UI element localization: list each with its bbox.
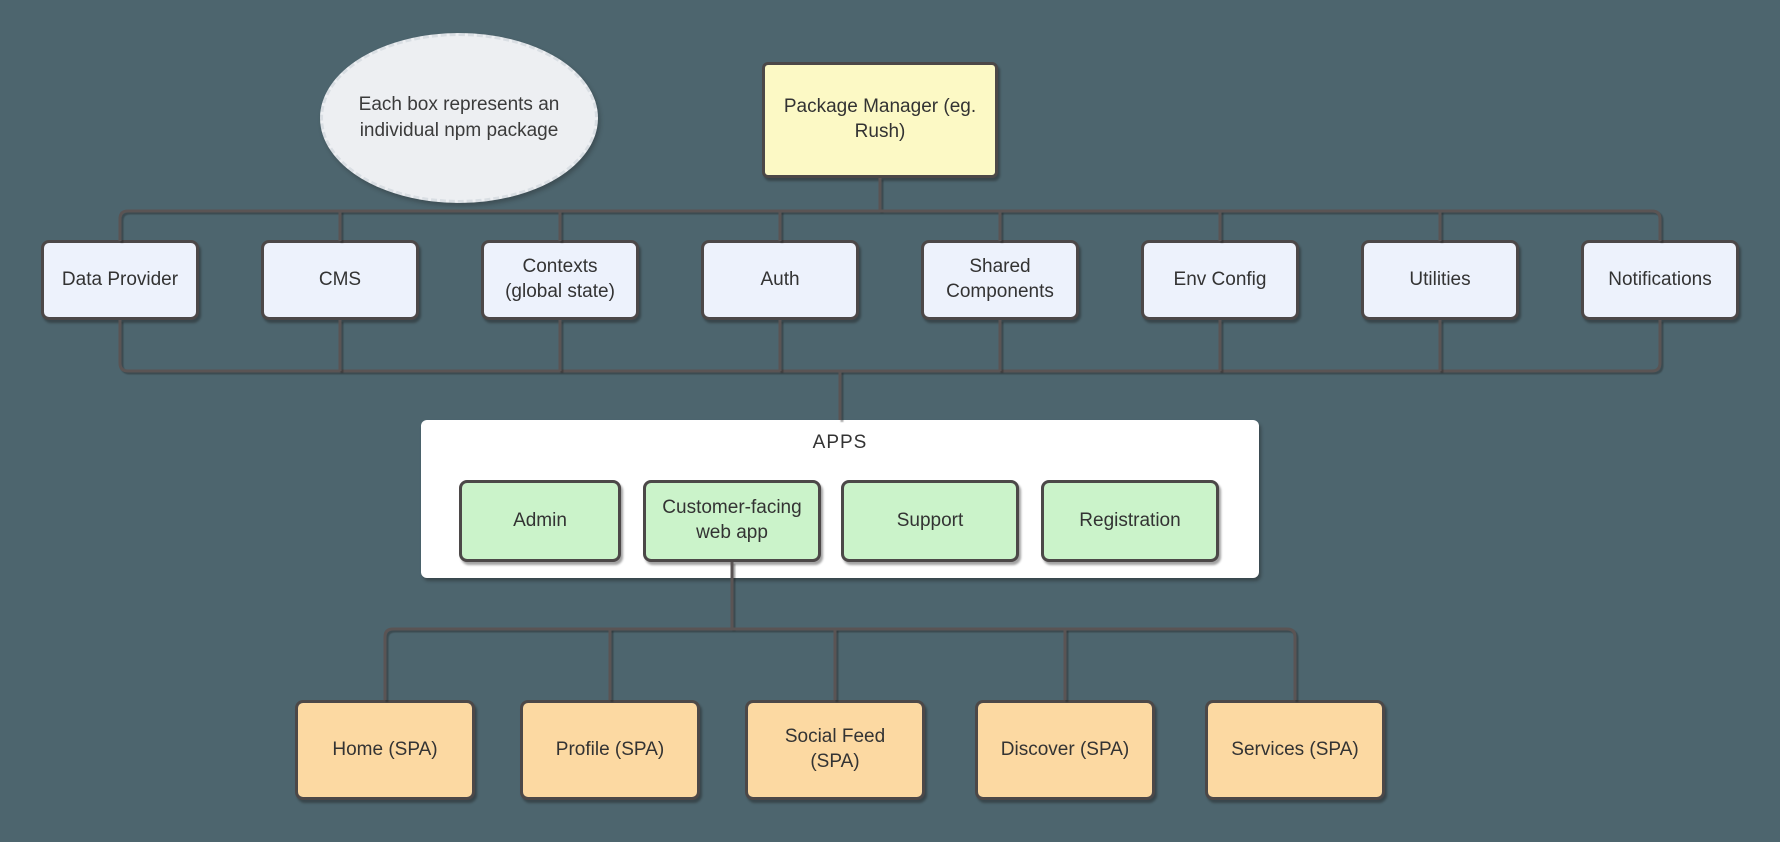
node-label: Shared Components [946, 256, 1054, 302]
node-profile-spa: Profile (SPA) [520, 700, 700, 800]
node-label: Utilities [1409, 268, 1471, 290]
node-discover-spa: Discover (SPA) [975, 700, 1155, 800]
node-label: Auth [760, 268, 800, 290]
node-label: Data Provider [61, 268, 179, 290]
node-label: Social Feed (SPA) [784, 726, 886, 772]
node-label: Notifications [1608, 268, 1712, 290]
node-cms: CMS [261, 240, 419, 320]
connector-spa-bus [383, 627, 1297, 700]
node-label: Admin [513, 509, 567, 531]
node-label: Home (SPA) [332, 738, 438, 760]
node-label: Customer-facing web app [662, 497, 802, 543]
note-text: Each box represents an individual npm pa… [358, 94, 560, 141]
node-label: Discover (SPA) [1000, 738, 1130, 760]
node-customer-facing-web-app: Customer-facing web app [643, 480, 821, 562]
node-label: Services (SPA) [1231, 738, 1359, 760]
connector-lower-bus [118, 320, 1662, 373]
node-label: Package Manager (eg. Rush) [783, 96, 977, 142]
node-label: Env Config [1173, 268, 1267, 290]
note-ellipse: Each box represents an individual npm pa… [320, 33, 598, 203]
node-services-spa: Services (SPA) [1205, 700, 1385, 800]
connector-top-bus [118, 209, 1662, 241]
node-utilities: Utilities [1361, 240, 1519, 320]
node-admin: Admin [459, 480, 621, 562]
node-label: Profile (SPA) [555, 738, 665, 760]
node-shared-components: Shared Components [921, 240, 1079, 320]
node-data-provider: Data Provider [41, 240, 199, 320]
node-social-feed-spa: Social Feed (SPA) [745, 700, 925, 800]
node-label: Registration [1079, 509, 1181, 531]
node-label: CMS [318, 268, 362, 290]
node-label: Contexts (global state) [505, 256, 615, 302]
node-package-manager: Package Manager (eg. Rush) [762, 62, 998, 178]
node-registration: Registration [1041, 480, 1219, 562]
node-notifications: Notifications [1581, 240, 1739, 320]
node-label: Support [896, 509, 964, 531]
apps-container-title: APPS [812, 432, 868, 453]
apps-container: APPS Admin Customer-facing web app Suppo… [421, 420, 1259, 578]
node-contexts: Contexts (global state) [481, 240, 639, 320]
node-support: Support [841, 480, 1019, 562]
node-home-spa: Home (SPA) [295, 700, 475, 800]
node-env-config: Env Config [1141, 240, 1299, 320]
node-auth: Auth [701, 240, 859, 320]
